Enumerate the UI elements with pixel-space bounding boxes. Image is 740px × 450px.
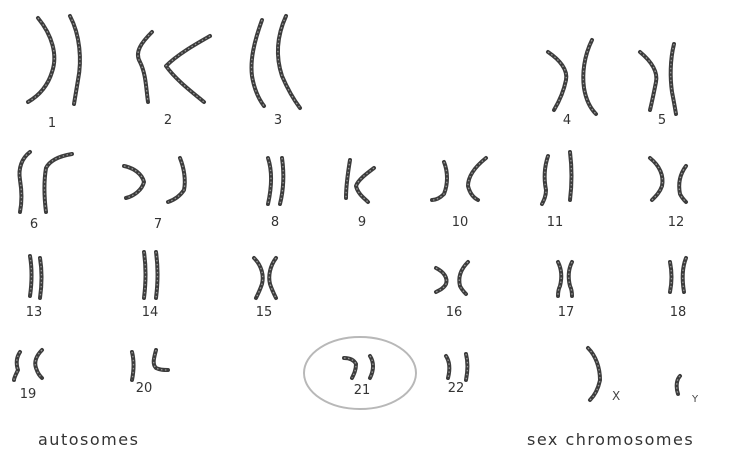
chromosome-22a bbox=[446, 356, 449, 378]
chromosome-pair-15: 15 bbox=[254, 258, 276, 320]
chromosome-7a bbox=[124, 166, 144, 198]
pair-label-22: 22 bbox=[448, 381, 465, 396]
chromosome-pair-1: 1 bbox=[28, 16, 80, 131]
sex-label-x: X bbox=[612, 389, 620, 403]
pair-label-4: 4 bbox=[563, 113, 571, 128]
pair-label-10: 10 bbox=[452, 215, 469, 230]
pair-label-6: 6 bbox=[30, 217, 38, 232]
chromosome-6a bbox=[19, 152, 30, 212]
chromosome-7b bbox=[168, 158, 185, 202]
sex-label-y: Y bbox=[691, 394, 699, 405]
chromosome-pair-3: 3 bbox=[251, 16, 300, 128]
chromosome-pair-4: 4 bbox=[548, 40, 596, 128]
chromosome-pair-9: 9 bbox=[346, 160, 374, 230]
chromosome-pair-18: 18 bbox=[670, 258, 687, 320]
chromosome-pair-17: 17 bbox=[558, 262, 575, 320]
chromosome-10a bbox=[432, 162, 447, 200]
pair-label-20: 20 bbox=[136, 381, 153, 396]
chromosome-3b bbox=[278, 16, 300, 108]
autosomes-caption: autosomes bbox=[38, 430, 139, 449]
pair-label-5: 5 bbox=[658, 113, 666, 128]
chromosome-8a bbox=[268, 158, 271, 204]
chromosome-pair-22: 22 bbox=[446, 354, 468, 396]
chromosome-9b bbox=[356, 168, 374, 202]
pair-label-14: 14 bbox=[142, 305, 159, 320]
chromosome-15b bbox=[269, 258, 276, 298]
chromosome-2b bbox=[166, 36, 210, 102]
chromosome-pair-7: 7 bbox=[124, 158, 185, 232]
chromosome-pair-14: 14 bbox=[142, 252, 159, 320]
chromosome-21a bbox=[344, 358, 356, 378]
chromosome-pair-10: 10 bbox=[432, 158, 486, 230]
highlight-circle bbox=[304, 337, 416, 409]
chromosome-4b bbox=[583, 40, 596, 114]
chromosome-x: X bbox=[588, 348, 620, 403]
chromosome-4a bbox=[548, 52, 566, 110]
pair-label-13: 13 bbox=[26, 305, 43, 320]
chromosome-pair-13: 13 bbox=[26, 256, 43, 320]
chromosome-pair-20: 20 bbox=[132, 350, 168, 396]
pair-label-19: 19 bbox=[20, 387, 37, 402]
chromosome-x-shape bbox=[588, 348, 600, 400]
chromosome-pair-5: 5 bbox=[640, 44, 676, 128]
chromosome-8b bbox=[280, 158, 283, 204]
pair-label-1: 1 bbox=[48, 116, 56, 131]
chromosome-16b bbox=[459, 262, 468, 294]
chromosome-1b bbox=[70, 16, 80, 104]
chromosome-1a bbox=[28, 18, 54, 102]
pair-label-7: 7 bbox=[154, 217, 162, 232]
chromosome-10b bbox=[468, 158, 486, 200]
pair-label-18: 18 bbox=[670, 305, 687, 320]
chromosome-pair-6: 6 bbox=[19, 152, 72, 232]
chromosome-5b bbox=[671, 44, 676, 114]
chromosome-5a bbox=[640, 52, 656, 110]
chromosome-14a bbox=[144, 252, 146, 298]
chromosome-pair-21-highlighted: 21 bbox=[304, 337, 416, 409]
pair-label-11: 11 bbox=[547, 215, 564, 230]
chromosome-14b bbox=[156, 252, 158, 298]
chromosome-2a bbox=[138, 32, 152, 102]
pair-label-16: 16 bbox=[446, 305, 463, 320]
pair-label-9: 9 bbox=[358, 215, 366, 230]
chromosome-20b bbox=[154, 350, 168, 370]
chromosome-pair-8: 8 bbox=[268, 158, 283, 230]
chromosome-pair-16: 16 bbox=[436, 262, 468, 320]
chromosome-12b bbox=[679, 166, 686, 202]
pair-label-3: 3 bbox=[274, 113, 282, 128]
chromosome-pair-12: 12 bbox=[650, 158, 686, 230]
chromosome-16a bbox=[436, 268, 447, 292]
pair-label-8: 8 bbox=[271, 215, 279, 230]
pair-label-12: 12 bbox=[668, 215, 685, 230]
pair-label-17: 17 bbox=[558, 305, 575, 320]
chromosome-pair-19: 19 bbox=[14, 350, 42, 402]
chromosome-pair-11: 11 bbox=[542, 152, 572, 230]
sex-chromosomes-caption: sex chromosomes bbox=[527, 430, 694, 449]
pair-label-21: 21 bbox=[354, 383, 371, 398]
chromosome-y: Y bbox=[677, 376, 699, 405]
chromosome-21b bbox=[370, 356, 373, 378]
chromosome-6b bbox=[45, 154, 73, 212]
chromosome-pair-2: 2 bbox=[138, 32, 210, 128]
pair-label-15: 15 bbox=[256, 305, 273, 320]
pair-label-2: 2 bbox=[164, 113, 172, 128]
